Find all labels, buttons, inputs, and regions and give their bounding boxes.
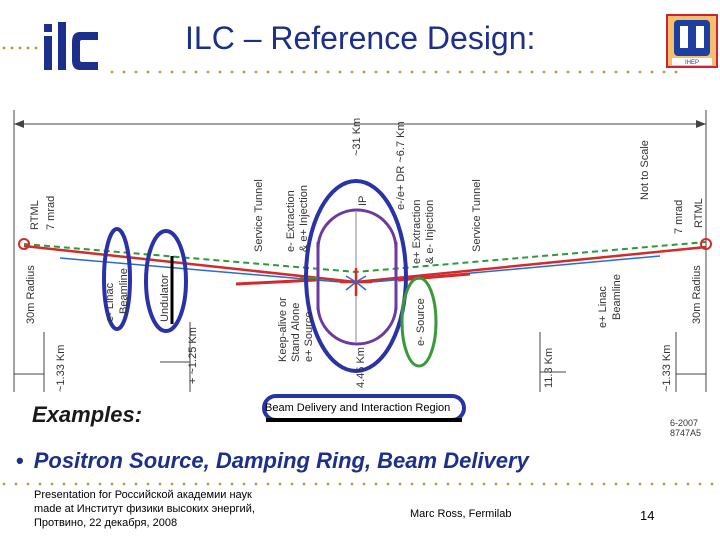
footer-line: made at Институт физики высоких энергий, (34, 503, 255, 515)
page-number: 14 (640, 508, 655, 523)
label-km113: 11.3 Km (543, 348, 555, 388)
label-e-linac: e- Linac (104, 282, 116, 322)
label-beamline-right: Beamline (611, 274, 623, 320)
label-rtml-right: RTML (693, 198, 705, 228)
beam-delivery-label: Beam Delivery and Interaction Region (265, 402, 451, 414)
label-service-tunnel-right: Service Tunnel (471, 179, 483, 252)
label-stand-alone: Stand Alone (290, 303, 302, 362)
label-ep-source: e+ Source (303, 312, 315, 362)
label-radius-right: 30m Radius (691, 265, 703, 324)
label-ip: IP (357, 196, 369, 206)
beam-delivery-bar (266, 418, 462, 422)
label-radius-left: 30m Radius (25, 265, 37, 324)
label-em-injection: & e- Injection (424, 200, 436, 264)
footer-author: Marc Ross, Fermilab (410, 508, 512, 520)
figure-code: 6-2007 8747A5 (670, 418, 701, 438)
label-beamline-left: Beamline (118, 268, 130, 314)
label-total-length: ~31 Km (351, 118, 363, 156)
label-not-to-scale: Not to Scale (639, 140, 651, 200)
label-undulator: Undulator (159, 274, 171, 322)
label-mrad-left: 7 mrad (45, 196, 57, 230)
label-dr-size: e-/e+ DR ~6.7 Km (395, 121, 407, 210)
bullet-item: • Positron Source, Damping Ring, Beam Del… (16, 448, 529, 474)
label-km133-left: ~1.33 Km (55, 345, 67, 392)
figure-code-line: 6-2007 (670, 418, 699, 428)
bullet-marker: • (16, 448, 24, 473)
decorative-dots (110, 70, 678, 74)
label-mrad-right: 7 mrad (673, 200, 685, 234)
label-km125: + ~1.25 Km (187, 327, 199, 384)
decorative-dots (2, 46, 38, 50)
label-rtml-left: RTML (29, 200, 41, 230)
label-km133-right: ~1.33 Km (661, 345, 673, 392)
decorative-dots (2, 482, 714, 486)
label-e-extraction: e- Extraction (285, 190, 297, 252)
bullet-text: Positron Source, Damping Ring, Beam Deli… (33, 448, 529, 473)
label-ep-injection: & e+ Injection (298, 185, 310, 252)
label-keep-alive: Keep-alive or (277, 297, 289, 362)
slide-title: ILC – Reference Design: (185, 20, 536, 56)
label-ep-linac: e+ Linac (597, 286, 609, 328)
ilc-layout-diagram: RTML 7 mrad 30m Radius e- Linac Beamline… (13, 110, 712, 392)
footer-line: Протвино, 22 декабря, 2008 (34, 517, 178, 529)
label-e-source: e- Source (415, 298, 427, 346)
ilc-logo (44, 22, 98, 70)
figure-code-line: 8747A5 (670, 428, 702, 438)
examples-label: Examples: (32, 402, 143, 427)
footer-line: Presentation for Российской академии нау… (34, 489, 252, 501)
label-center-length: 4.45 Km (355, 347, 367, 388)
footer-presentation-info: Presentation for Российской академии нау… (34, 488, 284, 530)
ihep-logo-text: IHEP (685, 60, 699, 66)
ihep-logo: IHEP (666, 14, 718, 68)
label-ep-extraction: e+ Extraction (411, 199, 423, 264)
label-service-tunnel-left: Service Tunnel (253, 179, 265, 252)
